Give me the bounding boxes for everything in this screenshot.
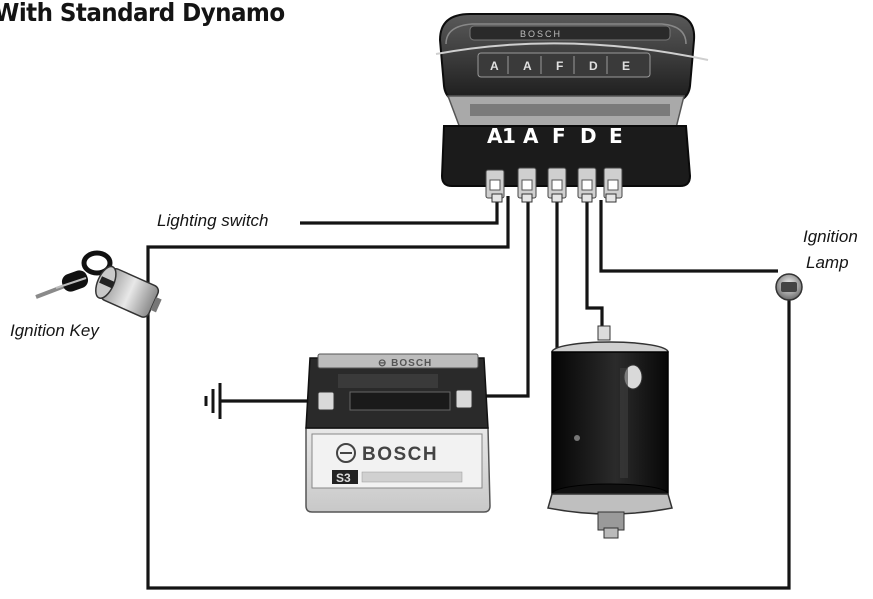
wire-lighting-switch [300,196,499,225]
cap-letter-3: D [589,59,598,73]
wires [146,196,791,590]
battery-brand: BOSCH [362,444,438,465]
wire-dynamo-d [585,200,604,333]
svg-text:⊖ BOSCH: ⊖ BOSCH [378,358,432,369]
ignition-lamp [775,273,803,301]
wire-ignition-lamp [599,200,778,273]
diagram-title: With Standard Dynamo [0,0,285,27]
cap-letter-4: E [622,59,630,73]
cap-letter-0: A [490,59,499,73]
battery-model: S3 [336,471,351,485]
wire-battery-positive [470,196,530,398]
terminal-label-a: A [523,124,538,148]
ground-symbol-icon [204,383,222,419]
ignition-lamp-label-line2: Lamp [806,253,849,272]
terminal-label-a1: A1 [487,124,516,148]
ignition-key-switch [35,250,162,318]
cap-letter-2: F [556,59,563,73]
cap-letter-1: A [523,59,532,73]
regulator-brand-text: BOSCH [520,29,562,39]
wire-main-loop [146,196,791,590]
lighting-switch-label: Lighting switch [157,211,269,230]
battery: ⊖ BOSCH BOSCH S3 [305,353,491,513]
ignition-lamp-label-line1: Ignition [803,227,858,246]
terminal-label-d: D [580,124,597,148]
ignition-key-label: Ignition Key [10,321,99,340]
terminal-label-e: E [609,124,623,148]
dynamo [547,325,673,539]
terminal-label-f: F [552,124,566,148]
